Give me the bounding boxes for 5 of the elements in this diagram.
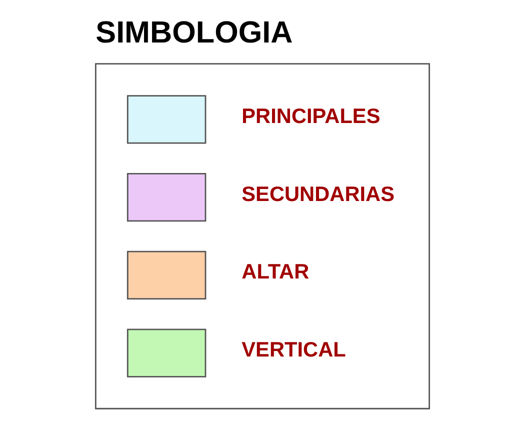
legend-label: PRINCIPALES xyxy=(241,104,380,128)
legend-label: SECUNDARIAS xyxy=(241,182,394,206)
legend-label: ALTAR xyxy=(241,260,309,284)
diagram-title: SIMBOLOGIA xyxy=(95,15,292,50)
legend-label: VERTICAL xyxy=(241,338,346,362)
